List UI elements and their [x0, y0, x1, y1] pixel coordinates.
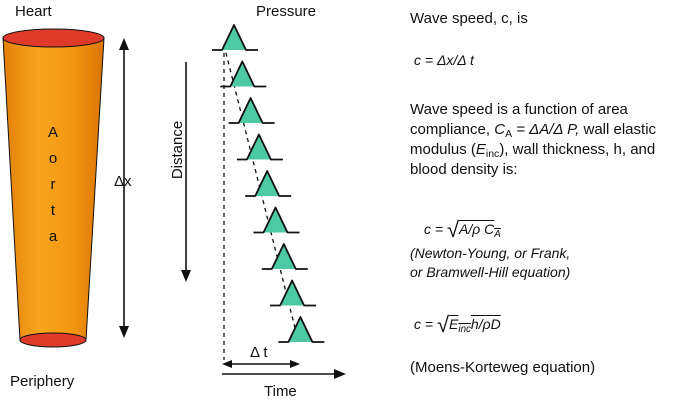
- pulse-diagram: Distance Δ t Time: [169, 24, 346, 400]
- pressure-pulse-fill: [263, 207, 288, 233]
- pressure-pulse-fill: [280, 280, 305, 306]
- modulus-symbol: E: [449, 316, 459, 332]
- equation-bramwell-hill: c = √A/ρ CA: [424, 217, 501, 243]
- pressure-pulse: [236, 133, 283, 161]
- aorta-diagram: A o r t a Δx: [2, 28, 132, 348]
- equation-moens-korteweg: c = √Einch/ρD: [414, 312, 501, 338]
- para-line-a: Wave speed is a function of area: [410, 101, 628, 118]
- aorta-bottom-cap: [19, 332, 87, 348]
- pressure-pulse: [228, 97, 275, 124]
- equation-lhs: c =: [414, 316, 434, 332]
- dx-arrow-head-down: [119, 326, 129, 338]
- radicand-text: A/ρ C: [459, 221, 495, 237]
- equation-note-1: (Newton-Young, or Frank,: [410, 245, 571, 261]
- distance-label: Distance: [169, 121, 186, 179]
- aorta-letter: t: [51, 202, 56, 219]
- para-text: ), wall thickness, h, and: [499, 141, 656, 158]
- pressure-pulse-fill: [238, 98, 263, 123]
- pressure-pulse: [253, 206, 300, 234]
- dt-arrow-head-left: [222, 360, 232, 368]
- dt-arrow-head-right: [290, 360, 300, 368]
- compliance-equation: = ΔA/Δ P,: [512, 121, 580, 138]
- equation-wave-speed: c = Δx/Δ t: [414, 52, 474, 68]
- equation-note-2: or Bramwell-Hill equation): [410, 264, 571, 280]
- para-line-c: modulus (Einc), wall thickness, h, and: [410, 140, 685, 160]
- radicand-text: h/ρD: [470, 316, 501, 332]
- aorta-letter: o: [49, 150, 57, 167]
- para-line-d: blood density is:: [410, 161, 518, 178]
- text-line1: Wave speed, c, is: [410, 10, 528, 27]
- pressure-pulse: [220, 60, 267, 88]
- periphery-label: Periphery: [10, 373, 75, 390]
- equation-radicand: A/ρ CA: [459, 221, 501, 240]
- distance-arrow-head: [181, 270, 191, 282]
- dx-label: Δx: [114, 173, 132, 190]
- pressure-pulse-fill: [288, 317, 313, 342]
- para-text: wall elastic: [579, 121, 657, 138]
- aorta-letter: a: [49, 228, 58, 245]
- time-label: Time: [264, 383, 297, 400]
- pressure-pulse: [261, 243, 308, 270]
- pressure-pulse: [270, 279, 317, 307]
- pressure-pulse: [212, 24, 258, 51]
- sqrt-icon: √: [436, 312, 450, 337]
- pressure-pulse-fill: [230, 61, 255, 87]
- pressure-pulse-fill: [222, 25, 246, 50]
- dt-label: Δ t: [250, 344, 268, 361]
- equation-note-moens: (Moens-Korteweg equation): [410, 359, 596, 376]
- sqrt-icon: √: [446, 217, 460, 242]
- para-text: modulus (: [410, 141, 476, 158]
- para-text: compliance,: [410, 121, 495, 138]
- aorta-top-cap: [2, 28, 105, 48]
- pressure-pulse-fill: [271, 244, 296, 269]
- equation-lhs: c =: [424, 221, 444, 237]
- pressure-pulse: [245, 170, 292, 197]
- pressure-pulse-fill: [255, 171, 280, 196]
- paragraph-compliance: Wave speed is a function of area complia…: [410, 100, 685, 180]
- compliance-symbol: C: [494, 121, 506, 138]
- para-line-b: compliance, CA = ΔA/Δ P, wall elastic: [410, 120, 685, 140]
- dx-arrow-head-up: [119, 38, 129, 50]
- aorta-letter: A: [48, 124, 58, 141]
- modulus-symbol: E: [475, 141, 486, 158]
- time-arrow-head: [334, 369, 346, 379]
- aorta-letter: r: [51, 176, 56, 193]
- pressure-pulse: [278, 316, 325, 343]
- modulus-subscript: inc: [458, 324, 471, 335]
- radicand-subscript: A: [494, 229, 501, 240]
- heart-label: Heart: [15, 3, 52, 20]
- modulus-subscript: inc: [485, 148, 500, 160]
- pressure-pulse-fill: [246, 134, 271, 160]
- equation-radicand: Einch/ρD: [449, 316, 501, 335]
- compliance-subscript: A: [505, 128, 513, 140]
- pressure-label: Pressure: [256, 3, 317, 20]
